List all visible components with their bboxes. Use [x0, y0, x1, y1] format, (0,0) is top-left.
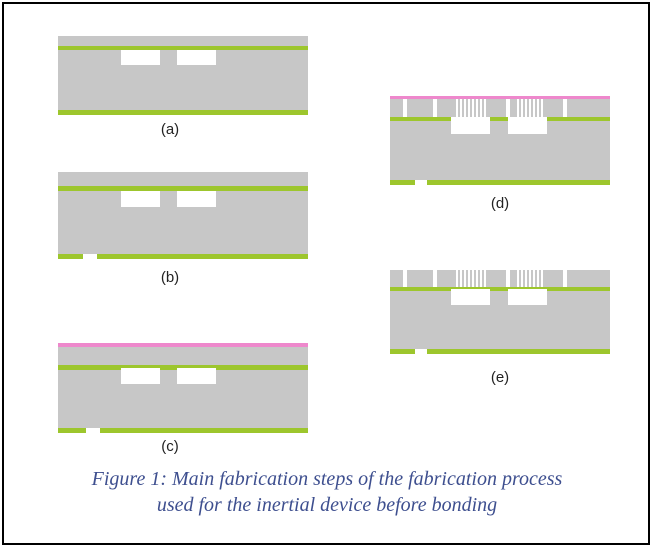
panel-c: (c)	[58, 343, 308, 455]
panel-d: (d)	[390, 96, 610, 212]
resist-layer	[58, 343, 308, 347]
panel-c-label: (c)	[161, 438, 179, 455]
figure-caption: Figure 1: Main fabrication steps of the …	[40, 466, 614, 518]
bottom-oxide	[58, 428, 308, 433]
panel-e: (e)	[390, 270, 610, 386]
panel-d-label: (d)	[491, 195, 509, 212]
comb-fingers-right	[517, 99, 543, 117]
caption-line-2: used for the inertial device before bond…	[156, 494, 498, 516]
comb-fingers-left	[456, 99, 486, 117]
oxide-opening	[83, 254, 97, 259]
oxide-opening	[415, 180, 427, 185]
oxide-opening	[415, 349, 427, 354]
bottom-oxide	[390, 180, 610, 185]
trench-gaps	[403, 99, 567, 117]
device-layer	[58, 347, 308, 365]
panel-e-label: (e)	[491, 369, 509, 386]
device-layer	[390, 99, 610, 117]
panel-a: (a)	[58, 36, 308, 138]
comb-fingers-left	[456, 270, 486, 287]
handle-wafer	[390, 291, 610, 349]
bottom-oxide	[58, 254, 308, 259]
device-layer	[390, 270, 610, 287]
buried-oxide	[58, 186, 308, 191]
caption-line-1: Figure 1: Main fabrication steps of the …	[91, 468, 563, 490]
trench-gaps	[403, 270, 567, 287]
bottom-oxide	[390, 349, 610, 354]
handle-wafer	[390, 121, 610, 180]
cavity-left	[451, 117, 490, 134]
cavity-right	[177, 191, 216, 207]
cavity-right	[508, 289, 547, 305]
panel-b: (b)	[58, 172, 308, 286]
cavity-left	[121, 191, 160, 207]
oxide-opening	[86, 428, 100, 433]
figure-frame	[2, 2, 650, 545]
device-layer	[58, 172, 308, 186]
cavity-left	[121, 50, 160, 65]
cavity-left	[451, 289, 490, 305]
buried-oxide	[390, 117, 610, 121]
buried-oxide	[390, 287, 610, 291]
buried-oxide	[58, 46, 308, 50]
cavity-right	[177, 50, 216, 65]
cavity-right	[177, 368, 216, 384]
buried-oxide	[58, 365, 308, 370]
resist-layer	[390, 96, 610, 99]
bottom-oxide	[58, 110, 308, 115]
comb-fingers-right	[517, 270, 543, 287]
panel-a-label: (a)	[161, 121, 179, 138]
device-layer	[58, 36, 308, 46]
panel-b-label: (b)	[161, 269, 179, 286]
cavity-left	[121, 368, 160, 384]
cavity-right	[508, 117, 547, 134]
